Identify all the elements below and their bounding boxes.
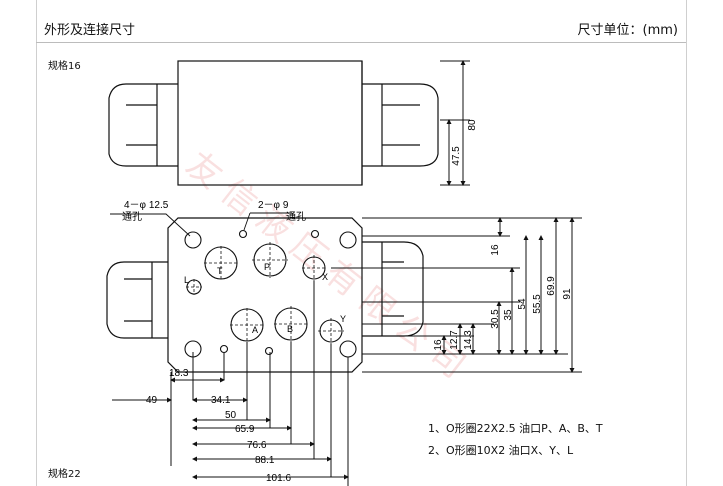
left-border-line xyxy=(36,0,37,486)
side-view-outline xyxy=(108,60,439,186)
port-l-label: L xyxy=(184,275,189,285)
units-label: 尺寸单位：(mm) xyxy=(577,22,678,38)
note-1: 1、O形圈22X2.5 油口P、A、B、T xyxy=(428,422,603,435)
dimension-12-7: 12.7 xyxy=(449,330,460,350)
port-t-label: T xyxy=(217,266,223,276)
size-16-label: 规格16 xyxy=(48,61,81,72)
port-y-label: Y xyxy=(340,314,346,324)
right-dimension-lines xyxy=(331,217,582,373)
leader-lines xyxy=(110,212,292,237)
front-view-outline xyxy=(106,217,424,373)
notes-block: 1、O形圈22X2.5 油口P、A、B、T 2、O形圈10X2 油口X、Y、L xyxy=(428,418,603,462)
dimension-55-5: 55.5 xyxy=(532,294,543,314)
port-centerlines xyxy=(186,242,344,344)
dimension-47-5: 47.5 xyxy=(451,146,462,166)
size-22-label: 规格22 xyxy=(48,469,81,480)
dimension-14-3: 14.3 xyxy=(463,330,474,350)
port-holes xyxy=(186,243,343,343)
dimension-65-9: 65.9 xyxy=(235,424,255,435)
dimension-34-1: 34.1 xyxy=(211,395,231,406)
right-border-line xyxy=(686,0,687,486)
dimension-35: 35 xyxy=(503,309,514,321)
dimension-18-3: 18.3 xyxy=(169,368,189,379)
through-hole-large-subcallout: 通孔 xyxy=(122,211,142,223)
dimension-88-1: 88.1 xyxy=(255,455,275,466)
through-hole-small-subcallout: 通孔 xyxy=(286,211,306,223)
page-title: 外形及连接尺寸 xyxy=(44,22,136,38)
through-hole-small-callout: 2－φ 9 xyxy=(258,200,289,211)
dimension-16-top: 16 xyxy=(490,244,501,256)
dimension-91: 91 xyxy=(562,288,573,300)
dimension-54: 54 xyxy=(517,298,528,310)
mount-holes xyxy=(184,229,357,358)
through-hole-large-callout: 4－φ 12.5 xyxy=(124,200,169,211)
port-b-label: B xyxy=(287,324,293,334)
note-2: 2、O形圈10X2 油口X、Y、L xyxy=(428,444,574,457)
dimension-16-bottom: 16 xyxy=(433,339,444,351)
top-dimension-lines xyxy=(440,60,470,186)
dimension-80: 80 xyxy=(467,119,478,131)
port-a-label: A xyxy=(252,325,258,335)
dimension-69-9: 69.9 xyxy=(546,276,557,296)
header-bar: 外形及连接尺寸 尺寸单位：(mm) xyxy=(36,14,686,43)
port-x-label: X xyxy=(322,272,328,282)
dimension-30-5: 30.5 xyxy=(490,309,501,329)
bottom-dimension-lines xyxy=(112,281,349,486)
dimension-76-6: 76.6 xyxy=(247,440,267,451)
port-p-label: P xyxy=(264,262,270,272)
dimension-50: 50 xyxy=(225,410,237,421)
dimension-49: 49 xyxy=(146,395,158,406)
dimension-101-6: 101.6 xyxy=(266,473,291,484)
